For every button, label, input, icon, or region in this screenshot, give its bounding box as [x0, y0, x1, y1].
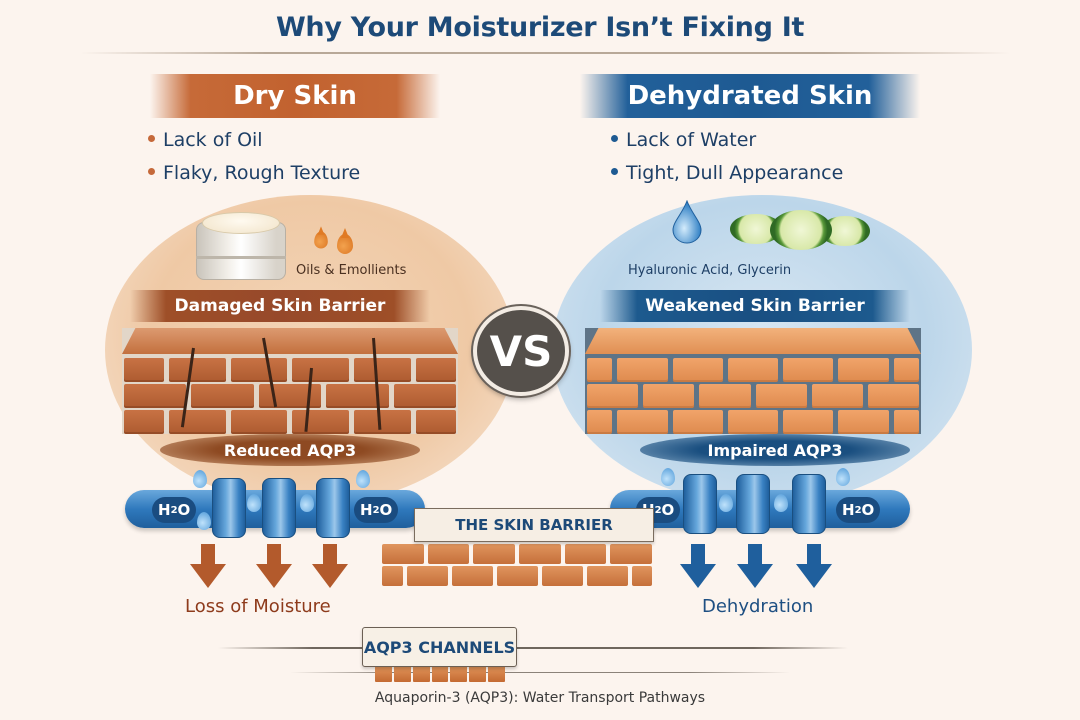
bullet-item: Tight, Dull Appearance — [611, 157, 843, 190]
weakened-brick-wall — [585, 328, 921, 434]
cucumber-slice-icon — [770, 210, 832, 250]
dehydration-label: Dehydration — [702, 596, 814, 617]
aqp3-channel-cylinder-icon — [683, 474, 717, 534]
loss-of-moisture-label: Loss of Moisture — [185, 596, 331, 617]
aqp3-channel-cylinder-icon — [316, 478, 350, 538]
water-droplet-icon — [719, 494, 733, 512]
aqp3-channel-cylinder-icon — [212, 478, 246, 538]
reduced-aqp3-label: Reduced AQP3 — [160, 434, 420, 466]
oil-drop-icon — [337, 234, 353, 254]
oil-drop-icon — [314, 231, 328, 249]
aqp3-channel-cylinder-icon — [736, 474, 770, 534]
weakened-barrier-label: Weakened Skin Barrier — [600, 290, 910, 322]
water-droplet-icon — [197, 512, 211, 530]
water-droplet-icon — [836, 468, 850, 486]
dry-skin-heading: Dry Skin — [150, 74, 440, 118]
water-droplet-icon — [356, 470, 370, 488]
arrow-down-icon — [680, 544, 716, 588]
aqp3-channel-cylinder-icon — [792, 474, 826, 534]
dehydrated-skin-bullets: Lack of Water Tight, Dull Appearance — [611, 124, 843, 190]
bullet-item: Flaky, Rough Texture — [148, 157, 360, 190]
footer-divider — [218, 647, 848, 649]
bullet-dot-icon — [148, 168, 155, 175]
arrow-down-icon — [256, 544, 292, 588]
arrow-down-icon — [190, 544, 226, 588]
aqp3-channel-cylinder-icon — [262, 478, 296, 538]
water-droplet-icon — [247, 494, 261, 512]
bullet-dot-icon — [611, 135, 618, 142]
aqp3-channels-sign: AQP3 CHANNELS — [362, 627, 517, 667]
impaired-aqp3-label: Impaired AQP3 — [640, 434, 910, 466]
title-divider — [80, 52, 1010, 54]
water-droplet-icon — [300, 494, 314, 512]
bullet-dot-icon — [148, 135, 155, 142]
water-droplet-icon — [193, 470, 207, 488]
arrow-down-icon — [737, 544, 773, 588]
dry-skin-bullets: Lack of Oil Flaky, Rough Texture — [148, 124, 360, 190]
arrow-down-icon — [312, 544, 348, 588]
vs-badge: VS — [473, 306, 569, 396]
arrow-down-icon — [796, 544, 832, 588]
cream-jar-icon — [196, 212, 286, 282]
dehydrated-skin-heading: Dehydrated Skin — [580, 74, 920, 118]
skin-barrier-brick-wall — [382, 540, 653, 586]
cracked-brick-wall — [122, 328, 458, 434]
aqp3-brick-base — [375, 664, 506, 682]
oils-emollients-caption: Oils & Emollients — [296, 263, 407, 278]
page-title: Why Your Moisturizer Isn’t Fixing It — [275, 12, 805, 43]
bullet-item: Lack of Water — [611, 124, 843, 157]
footer-divider — [290, 672, 790, 673]
hyaluronic-glycerin-caption: Hyaluronic Acid, Glycerin — [628, 263, 792, 278]
damaged-barrier-label: Damaged Skin Barrier — [130, 290, 430, 322]
bullet-dot-icon — [611, 168, 618, 175]
skin-barrier-sign: THE SKIN BARRIER — [414, 508, 654, 542]
water-drop-icon — [672, 200, 702, 244]
water-droplet-icon — [774, 494, 788, 512]
footer-subtitle: Aquaporin-3 (AQP3): Water Transport Path… — [374, 690, 706, 706]
water-droplet-icon — [661, 468, 675, 486]
bullet-item: Lack of Oil — [148, 124, 360, 157]
